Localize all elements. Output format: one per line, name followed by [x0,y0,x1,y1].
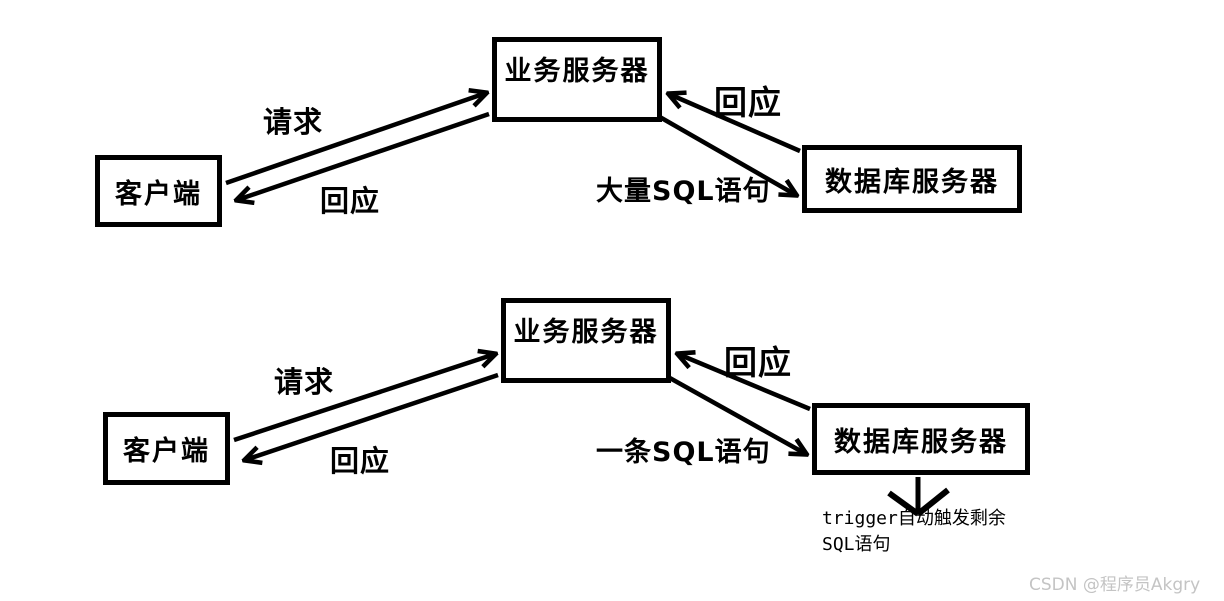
node-top-app-server: 业务服务器 [492,37,662,122]
edge-label-top-sql: 大量SQL语句 [596,176,771,207]
edge-label-bottom-sql: 一条SQL语句 [596,437,771,468]
edge-label-bottom-request: 请求 [274,365,335,399]
node-bottom-app-server: 业务服务器 [501,298,671,383]
edge-label-top-request: 请求 [263,105,324,139]
trigger-note-line1: trigger自动触发剩余 [822,508,1006,529]
node-bottom-client: 客户端 [103,412,230,485]
trigger-note-line2: SQL语句 [822,534,891,555]
edge-label-bottom-db-response: 回应 [724,343,792,382]
edge-label-top-response: 回应 [320,184,381,218]
csdn-watermark: CSDN @程序员Akgry [1029,575,1201,595]
node-top-db-server: 数据库服务器 [802,145,1022,213]
edge-label-top-db-response: 回应 [714,83,782,122]
trigger-note: trigger自动触发剩余 SQL语句 [822,506,1006,558]
node-top-client: 客户端 [95,155,222,227]
edge-label-bottom-response: 回应 [330,444,391,478]
node-bottom-db-server: 数据库服务器 [812,403,1030,475]
